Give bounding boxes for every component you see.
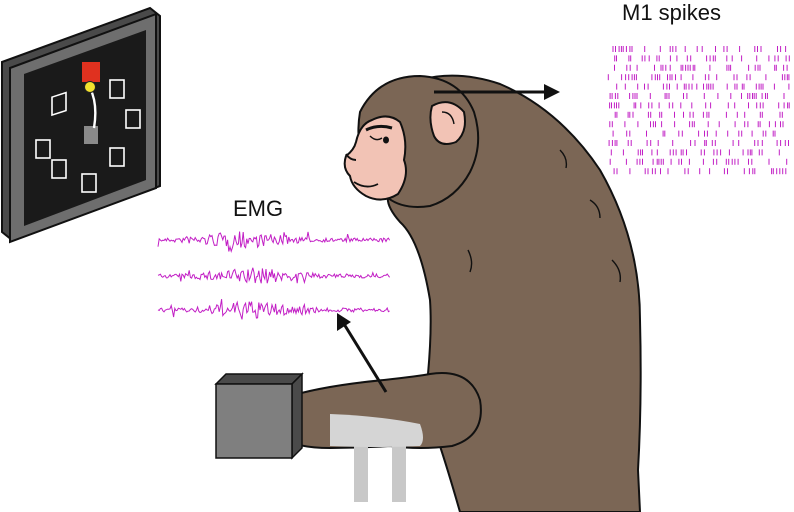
monkey-nostril <box>345 153 357 161</box>
manipulandum-front <box>215 383 293 459</box>
monkey-mouth <box>353 181 379 188</box>
arm-rest <box>330 414 423 502</box>
target-outline <box>109 147 125 167</box>
emg-arrow <box>337 313 388 393</box>
manipulandum-icon <box>214 372 304 460</box>
active-target <box>82 62 100 82</box>
target-outline <box>125 109 141 129</box>
monkey-eye-line <box>369 135 383 141</box>
emg-traces <box>157 231 391 320</box>
task-screen-icon <box>1 6 161 244</box>
target-outline <box>109 79 125 99</box>
emg-label: EMG <box>233 196 284 221</box>
emg-trace <box>157 231 391 254</box>
manipulandum-top <box>214 373 304 385</box>
monkey-fur-strokes <box>467 149 622 283</box>
center-target <box>84 126 98 144</box>
m1-arrow <box>434 84 560 100</box>
target-outline <box>51 91 67 117</box>
monkey-ear-inner <box>441 111 455 125</box>
spike-raster <box>607 46 790 175</box>
emg-trace <box>157 299 390 320</box>
arm-rest-pad <box>330 414 423 447</box>
monkey-eye <box>383 136 389 144</box>
target-outline <box>35 139 51 159</box>
monkey-ear <box>429 101 466 145</box>
arm-rest-leg <box>392 440 406 502</box>
target-outline <box>81 173 97 193</box>
monkey-face <box>343 115 407 201</box>
cursor-dot <box>84 81 96 93</box>
m1-spikes-label: M1 spikes <box>622 0 722 25</box>
emg-trace <box>157 267 390 285</box>
target-outline <box>51 159 67 179</box>
monkey-brow <box>365 124 393 132</box>
manipulandum-side <box>291 372 303 460</box>
monkey-illustration <box>283 74 642 512</box>
arm-rest-leg <box>354 440 368 502</box>
